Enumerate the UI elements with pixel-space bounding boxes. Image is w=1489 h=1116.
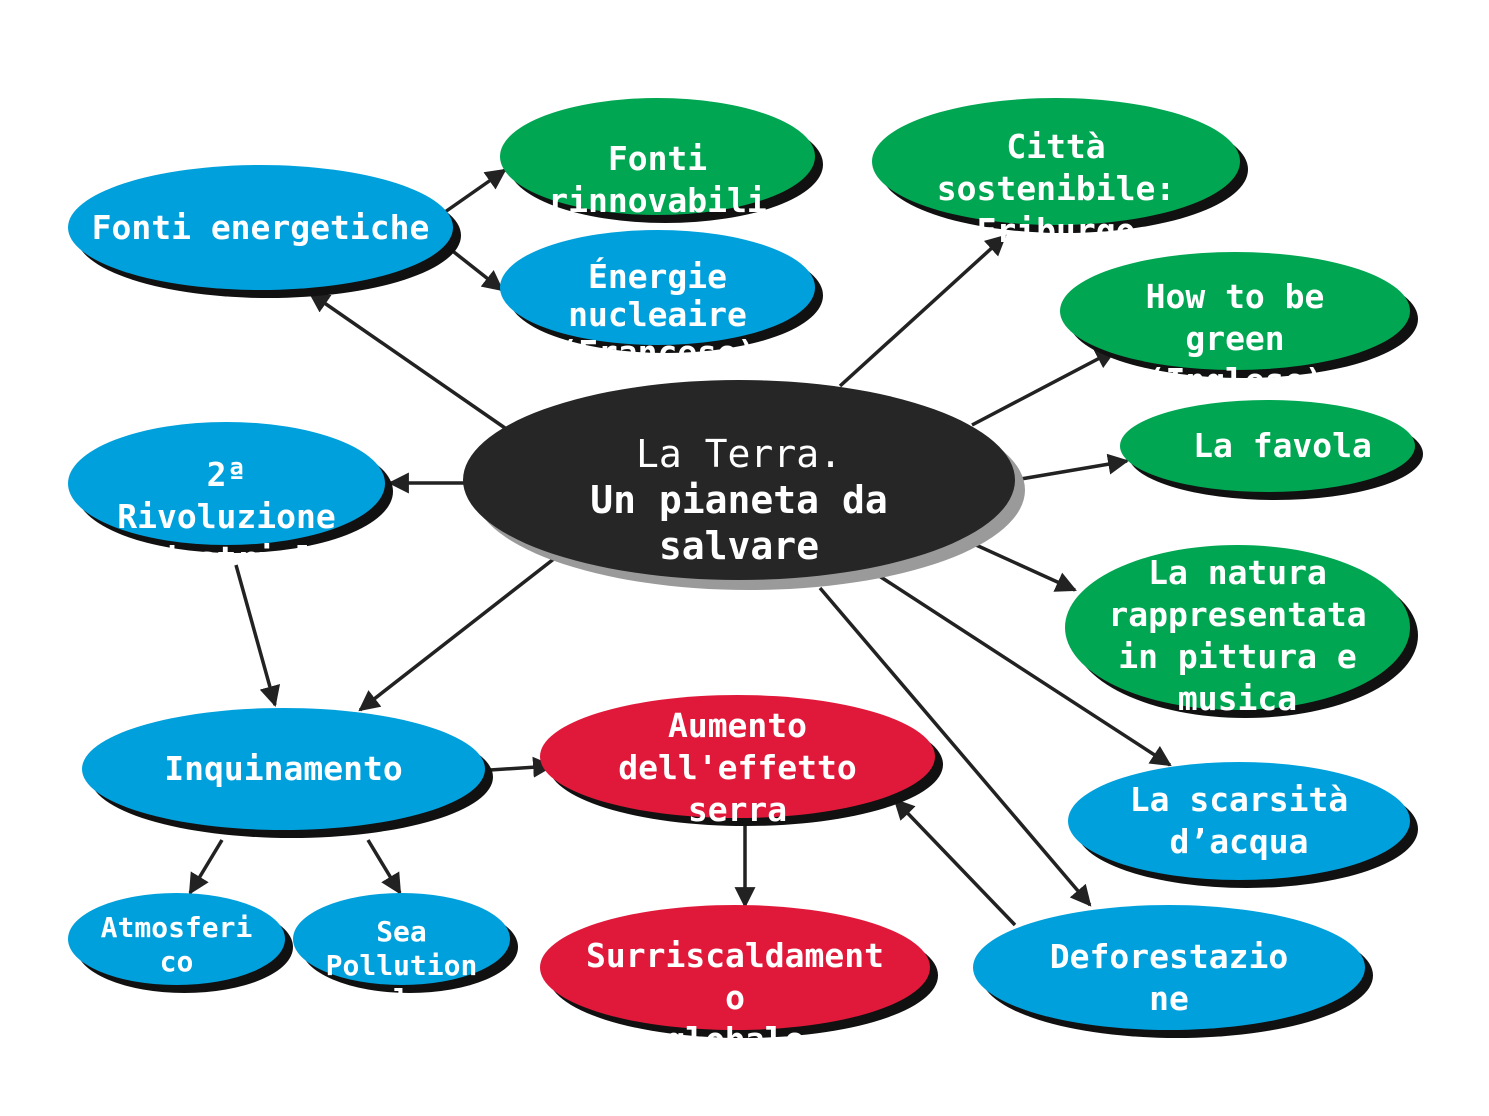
node-label: co: [159, 945, 194, 978]
arrow-fonti-energetiche-to-rinnovabili: [443, 168, 507, 214]
arrow-inquinamento-to-atmosferico: [188, 839, 224, 895]
node-deforestazione: Deforestazio ne: [973, 905, 1373, 1038]
arrow-inquinamento-to-sea-pollution: [366, 839, 402, 895]
node-label: d’acqua: [1169, 822, 1309, 861]
node-surriscaldamento: Surriscaldament o globale: [540, 905, 938, 1059]
arrow-deforestazione-to-effetto-serra: [893, 798, 1017, 927]
arrow-center-to-inquinamento: [358, 556, 557, 712]
center-label-line: Un pianeta da: [590, 478, 888, 522]
node-label: Fonti energetiche: [91, 207, 430, 247]
node-label: (Inglese): [325, 983, 478, 1016]
node-label: dell'effetto: [618, 748, 857, 787]
node-scarsita-acqua: La scarsità d’acqua: [1068, 762, 1418, 888]
node-label: Pollution: [325, 949, 478, 982]
node-label: sostenibile:: [936, 169, 1176, 208]
node-label: Inquinamento: [164, 749, 403, 788]
node-effetto-serra: Aumento dell'effetto serra: [540, 695, 943, 829]
node-label: La natura: [1148, 553, 1327, 592]
node-how-to-be-green: How to be green (Inglese): [1060, 252, 1418, 400]
node-rivoluzione-industriale: 2ª Rivoluzione Industriale: [68, 422, 393, 578]
node-atmosferico: Atmosferi co: [68, 893, 293, 993]
node-label: Friburgo: [976, 211, 1136, 250]
arrow-rivoluzione-to-inquinamento: [234, 564, 281, 708]
arrow-center-to-scarsita: [869, 568, 1172, 767]
node-label: rappresentata: [1108, 595, 1367, 634]
arrow-center-to-favola: [1014, 453, 1130, 482]
node-label: o: [725, 978, 745, 1017]
node-label: ne: [1149, 978, 1189, 1018]
node-label: 2ª: [206, 455, 247, 494]
node-label: Énergie: [587, 257, 728, 296]
node-label: Sea: [376, 915, 427, 948]
node-label: green: [1185, 319, 1285, 358]
center-label-line: salvare: [658, 524, 820, 568]
node-label: Industriale: [117, 539, 336, 578]
node-energie-nucleaire: Énergie nucleaire (Francese): [500, 230, 823, 372]
node-label: globale: [665, 1020, 805, 1059]
node-fonti-rinnovabili: Fonti rinnovabili: [500, 98, 823, 223]
node-label: Aumento: [667, 706, 808, 745]
arrow-center-to-deforestazione: [818, 586, 1092, 907]
node-label: (Francese): [558, 333, 757, 372]
node-fonti-energetiche: Fonti energetiche: [68, 165, 461, 298]
node-center-la-terra: La Terra. Un pianeta da salvare: [463, 380, 1025, 590]
node-label: musica: [1177, 679, 1298, 718]
node-sea-pollution: Sea Pollution (Inglese): [293, 893, 518, 1016]
node-label: Fonti: [607, 139, 708, 178]
node-la-natura: La natura rappresentata in pittura e mus…: [1065, 545, 1418, 718]
center-label-line: La Terra.: [636, 432, 842, 476]
arrow-inquinamento-to-effetto-serra: [489, 756, 555, 778]
node-label: Atmosferi: [100, 911, 253, 944]
arrow-center-to-citta: [838, 234, 1007, 388]
arrow-center-to-natura: [964, 538, 1077, 592]
node-inquinamento: Inquinamento: [82, 708, 493, 838]
arrow-center-to-how-to-be-green: [971, 348, 1117, 427]
node-label: Città: [1006, 127, 1106, 166]
node-la-favola: La favola: [1120, 400, 1423, 500]
node-label: (Inglese): [1145, 361, 1325, 400]
node-label: La scarsità: [1129, 780, 1349, 819]
node-label: Surriscaldament: [585, 936, 884, 975]
arrow-center-to-fonti-energetiche: [308, 291, 506, 430]
node-label: Rivoluzione: [117, 497, 336, 536]
node-label: rinnovabili: [548, 181, 767, 220]
node-label: La favola: [1193, 426, 1372, 465]
node-label: serra: [687, 790, 788, 829]
node-label: in pittura e: [1118, 637, 1357, 676]
node-label: nucleaire: [568, 295, 747, 334]
node-label: How to be: [1145, 277, 1325, 316]
node-citta-sostenibile: Città sostenibile: Friburgo: [872, 98, 1248, 250]
arrow-fonti-energetiche-to-nucleaire: [443, 243, 504, 292]
node-label: Deforestazio: [1049, 936, 1289, 976]
